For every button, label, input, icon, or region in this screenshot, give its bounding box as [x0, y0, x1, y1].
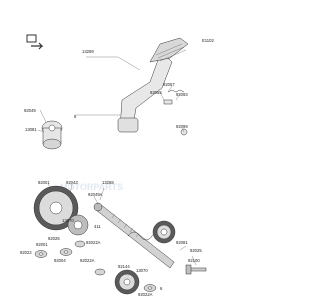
kick-ratchet [67, 214, 89, 236]
callout-13269: 13269 [82, 49, 94, 54]
idle-gear [114, 269, 140, 295]
callout-92057: 92057 [163, 82, 175, 87]
callout-92026: 92026 [48, 236, 60, 241]
callout-92022a-left: 92022A [86, 240, 101, 245]
leader-lines [37, 56, 197, 266]
watermark: MOTORPARTS [60, 182, 123, 192]
callout-92049a: 92049A [88, 192, 103, 197]
callout-92001-bottom: 92001 [36, 242, 48, 247]
pedal-boss [41, 120, 63, 150]
callout-13268: 13268 [102, 180, 114, 185]
stopper-bolt [185, 264, 207, 275]
shaft-gear [152, 220, 176, 244]
callout-6: 6 [74, 114, 77, 119]
callout-13070-bottom: 13070 [136, 268, 148, 273]
callout-92001-top: 92001 [38, 180, 50, 185]
callout-92022a-bottom: 92022A [138, 292, 153, 297]
parts-diagram: E1102 MOTORPARTS [20, 34, 214, 297]
callout-92022: 92022 [20, 250, 32, 255]
callout-labels: 13269 92049 13081 6 92057 92093 92055 92… [20, 49, 202, 297]
washers-left [34, 240, 86, 258]
callout-13081: 13081 [25, 127, 37, 132]
callout-92022a-mid: 92022A [80, 258, 95, 263]
callout-92093: 92093 [176, 92, 188, 97]
callout-13070-left: 13070 [62, 218, 74, 223]
callout-92025: 92025 [190, 248, 202, 253]
callout-92055: 92055 [150, 90, 162, 95]
callout-92081: 92081 [176, 240, 188, 245]
orientation-arrow-icon [26, 34, 44, 50]
kick-gear [33, 185, 79, 231]
kick-pedal-lever [117, 37, 189, 133]
callout-92043: 92043 [66, 180, 78, 185]
callout-92144: 92144 [118, 264, 130, 269]
callout-411: 411 [94, 224, 101, 229]
callout-92099: 92099 [176, 124, 188, 129]
callout-92100: 92100 [188, 258, 200, 263]
callout-6-bottom: 6 [160, 286, 163, 291]
callout-92004: 92004 [54, 258, 66, 263]
exploded-view: E1102 MOTORPARTS [20, 34, 214, 297]
bottom-washers [94, 268, 157, 292]
diagram-code: E1102 [202, 38, 214, 43]
kick-shaft [93, 202, 175, 269]
callout-92049: 92049 [24, 108, 36, 113]
